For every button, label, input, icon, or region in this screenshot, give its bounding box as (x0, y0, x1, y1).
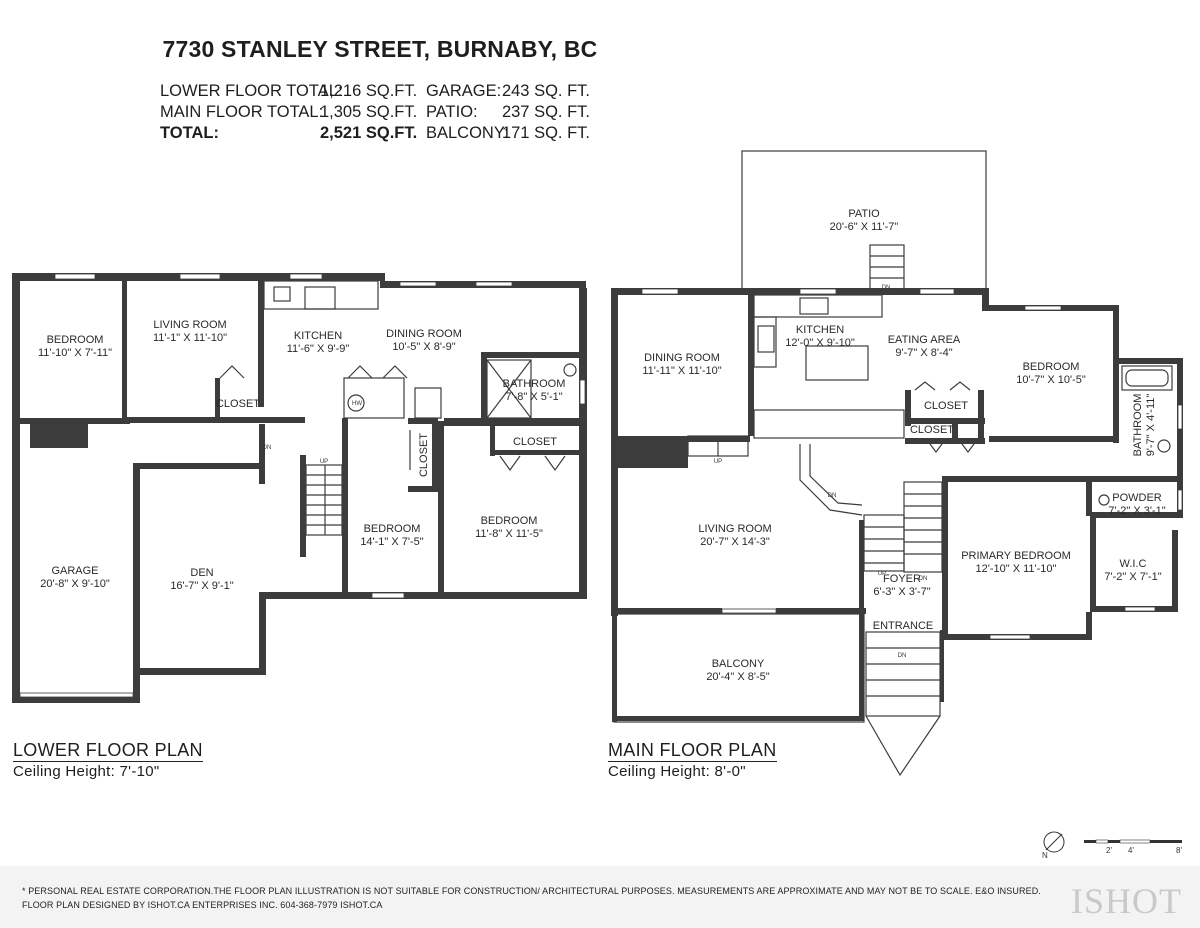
stair-up-mark: UP (320, 459, 328, 465)
lower-floor-walls (12, 273, 587, 703)
room-dims: 12'-10" X 11'-10" (976, 563, 1057, 575)
floor-plans-drawing: BEDROOM 11'-10" X 7'-11" LIVING ROOM 11'… (12, 150, 1183, 777)
room-name: BALCONY (712, 658, 765, 670)
totals-value: 1,305 SQ.FT. (320, 103, 418, 121)
room-name: FOYER (883, 573, 921, 585)
room-dims: 9'-7" X 8'-4" (895, 347, 952, 359)
stair-down-mark: DN (263, 445, 272, 451)
room-name: CLOSET (216, 398, 260, 410)
room-name: CLOSET (418, 433, 430, 477)
room-dims: 10'-7" X 10'-5" (1016, 374, 1086, 386)
scale-tick-label: 2' (1106, 846, 1112, 855)
room-name: BATHROOM (503, 378, 566, 390)
room-dims: 12'-0" X 9'-10" (785, 337, 855, 349)
ishot-logo: ISHOT (1071, 881, 1182, 921)
lower-floor-labels: BEDROOM 11'-10" X 7'-11" LIVING ROOM 11'… (38, 319, 565, 592)
lower-floor-plan-label: LOWER FLOOR PLAN Ceiling Height: 7'-10" (13, 740, 203, 780)
stair-down-mark: DN (898, 653, 907, 659)
main-floor-labels: PATIO 20'-6" X 11'-7" DINING ROOM 11'-11… (642, 208, 1165, 683)
disclaimer-line-1: * PERSONAL REAL ESTATE CORPORATION.THE F… (22, 886, 1041, 896)
room-name: W.I.C (1120, 558, 1147, 570)
room-name: LIVING ROOM (153, 319, 226, 331)
plan-title: LOWER FLOOR PLAN (13, 740, 203, 762)
room-name: LIVING ROOM (698, 523, 771, 535)
room-dims: 7'-8" X 5'-1" (505, 391, 562, 403)
footer-disclaimer: * PERSONAL REAL ESTATE CORPORATION.THE F… (0, 866, 1200, 928)
totals-value-2: 237 SQ. FT. (501, 103, 590, 121)
room-dims: 10'-5" X 8'-9" (392, 341, 455, 353)
room-name: KITCHEN (294, 330, 342, 342)
stair-down-mark: DN (882, 285, 891, 291)
totals-label: TOTAL: (160, 124, 219, 142)
room-name: GARAGE (51, 565, 98, 577)
stair-up-mark: UP (878, 571, 886, 577)
main-floor-plan-label: MAIN FLOOR PLAN Ceiling Height: 8'-0" (608, 740, 777, 780)
totals-label-2: BALCONY: (426, 124, 509, 142)
totals-value: 1,216 SQ.FT. (320, 82, 418, 100)
disclaimer-text: * PERSONAL REAL ESTATE CORPORATION.THE F… (22, 884, 1041, 912)
room-dims: 11'-10" X 7'-11" (38, 347, 112, 359)
room-dims: 14'-1" X 7'-5" (360, 536, 423, 548)
property-address-title: 7730 STANLEY STREET, BURNABY, BC (162, 36, 598, 62)
water-heater-mark: HW (352, 401, 362, 407)
ceiling-height: Ceiling Height: 7'-10" (13, 763, 160, 780)
totals-value-2: 243 SQ. FT. (501, 82, 590, 100)
room-name: BEDROOM (47, 334, 104, 346)
room-name: BEDROOM (1023, 361, 1080, 373)
room-name: DINING ROOM (644, 352, 720, 364)
totals-label: MAIN FLOOR TOTAL: (160, 103, 324, 121)
room-name: EATING AREA (888, 334, 961, 346)
disclaimer-line-2: FLOOR PLAN DESIGNED BY ISHOT.CA ENTERPRI… (22, 900, 383, 910)
room-dims: 20'-8" X 9'-10" (40, 578, 110, 590)
room-dims: 9'-7" X 4'-11" (1145, 394, 1157, 457)
room-name: DEN (190, 567, 213, 579)
room-dims: 6'-3" X 3'-7" (873, 586, 930, 598)
room-dims: 11'-8" X 11'-5" (475, 528, 543, 540)
room-name: CLOSET (910, 424, 954, 436)
room-dims: 20'-4" X 8'-5" (706, 671, 769, 683)
room-dims: 7'-2" X 3'-1" (1108, 505, 1165, 517)
room-name: POWDER (1112, 492, 1162, 504)
room-name: DINING ROOM (386, 328, 462, 340)
room-name: BEDROOM (364, 523, 421, 535)
stair-down-mark: DN (828, 493, 837, 499)
main-floor-walls (611, 150, 1183, 777)
room-name: BATHROOM (1132, 394, 1144, 457)
room-name: PRIMARY BEDROOM (961, 550, 1071, 562)
room-name: CLOSET (513, 436, 557, 448)
scale-tick-label: 4' (1128, 846, 1134, 855)
room-dims: 20'-7" X 14'-3" (700, 536, 770, 548)
totals-label-2: GARAGE: (426, 82, 502, 100)
stair-down-mark: DN (919, 576, 928, 582)
north-label: N (1042, 851, 1048, 860)
room-name: BEDROOM (481, 515, 538, 527)
totals-label-2: PATIO: (426, 103, 478, 121)
stair-up-mark: UP (714, 459, 722, 465)
scale-tick-label: 8' (1176, 846, 1182, 855)
room-dims: 11'-1" X 11'-10" (153, 332, 227, 344)
room-dims: 11'-6" X 9'-9" (287, 343, 350, 355)
totals-label: LOWER FLOOR TOTAL: (160, 82, 343, 100)
room-name: CLOSET (924, 400, 968, 412)
room-name: PATIO (848, 208, 880, 220)
room-dims: 20'-6" X 11'-7" (830, 221, 899, 233)
room-dims: 11'-11" X 11'-10" (642, 365, 721, 377)
room-dims: 16'-7" X 9'-1" (170, 580, 233, 592)
ceiling-height: Ceiling Height: 8'-0" (608, 763, 746, 780)
room-name: KITCHEN (796, 324, 844, 336)
room-dims: 7'-2" X 7'-1" (1104, 571, 1161, 583)
totals-value: 2,521 SQ.FT. (320, 124, 418, 142)
scale-bar: N 2' 4' 8' (1042, 831, 1182, 860)
room-name: ENTRANCE (873, 620, 934, 632)
totals-value-2: 171 SQ. FT. (501, 124, 590, 142)
plan-title: MAIN FLOOR PLAN (608, 740, 777, 762)
